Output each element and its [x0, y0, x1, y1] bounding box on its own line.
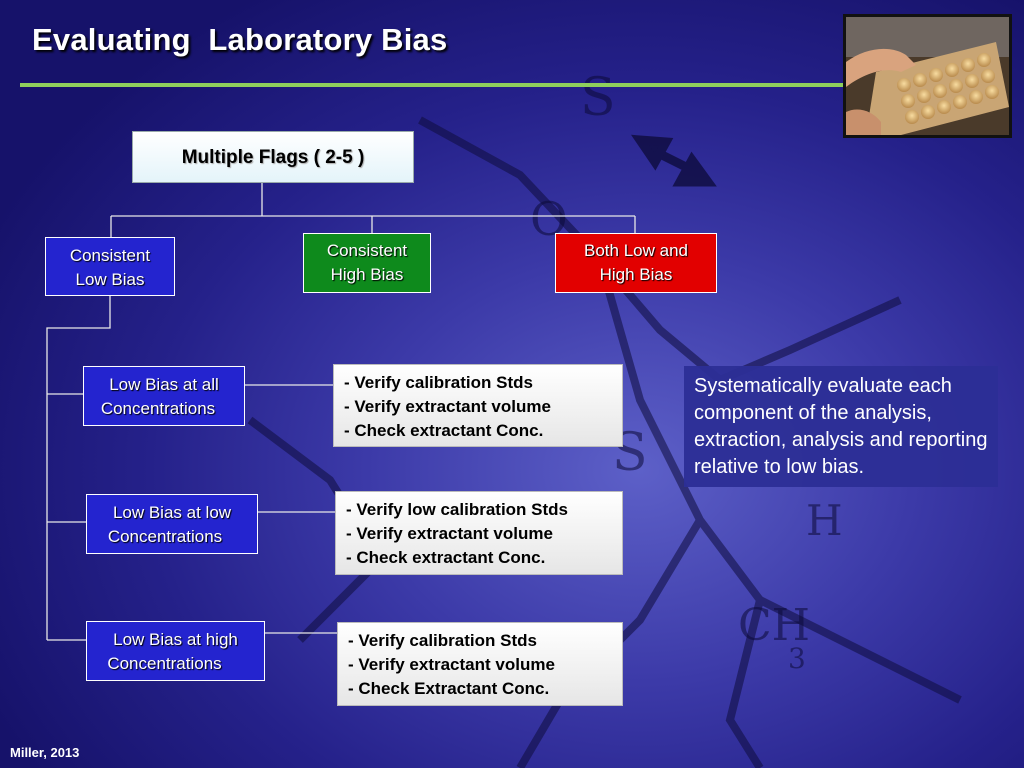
chem-letter-h: H: [806, 496, 843, 545]
actions-low-concentrations: - Verify low calibration Stds - Verify e…: [335, 491, 623, 575]
case-label-line2: Concentrations: [107, 654, 222, 673]
chem-letter-s1: S: [580, 68, 616, 128]
consistent-high-bias-box: Consistent High Bias: [303, 233, 431, 293]
page-title: Evaluating Laboratory Bias: [32, 22, 448, 57]
action-item: - Verify extractant volume: [348, 655, 555, 674]
low-bias-high-concentrations-box: Low Bias at high Concentrations: [86, 621, 265, 681]
title-underline: [20, 83, 846, 87]
consistent-low-bias-box: Consistent Low Bias: [45, 237, 175, 296]
action-item: - Check extractant Conc.: [344, 421, 544, 440]
case-label-line1: Low Bias at low: [112, 503, 232, 522]
consistent-low-bias-line2: Low Bias: [75, 270, 145, 289]
chem-letter-3: 3: [788, 642, 806, 675]
action-item: - Verify low calibration Stds: [346, 500, 568, 519]
actions-high-concentrations: - Verify calibration Stds - Verify extra…: [337, 622, 623, 706]
footer-citation: Miller, 2013: [10, 745, 80, 760]
lab-sample-tray-photo: [843, 14, 1012, 138]
sample-tray-icon: [846, 17, 1009, 135]
action-item: - Verify extractant volume: [344, 397, 551, 416]
action-item: - Verify extractant volume: [346, 524, 553, 543]
action-item: - Check extractant Conc.: [346, 548, 546, 567]
evaluation-note: Systematically evaluate each component o…: [684, 366, 998, 487]
both-low-high-bias-box: Both Low and High Bias: [555, 233, 717, 293]
case-label-line1: Low Bias at all: [109, 375, 219, 394]
multiple-flags-box: Multiple Flags ( 2-5 ): [132, 131, 414, 183]
chem-letter-ch: CH: [738, 600, 810, 651]
case-label-line2: Concentrations: [107, 527, 223, 546]
action-item: - Verify calibration Stds: [348, 631, 537, 650]
consistent-low-bias-line1: Consistent: [69, 246, 151, 265]
case-label-line2: Concentrations: [100, 399, 216, 418]
action-item: - Verify calibration Stds: [344, 373, 533, 392]
double-arrow-icon: [631, 134, 717, 187]
action-item: - Check Extractant Conc.: [348, 679, 550, 698]
actions-all-concentrations: - Verify calibration Stds - Verify extra…: [333, 364, 623, 447]
both-low-high-bias-line1: Both Low and: [584, 241, 688, 260]
both-low-high-bias-line2: High Bias: [599, 265, 673, 284]
consistent-high-bias-line2: High Bias: [330, 265, 404, 284]
low-bias-all-concentrations-box: Low Bias at all Concentrations: [83, 366, 245, 426]
consistent-high-bias-line1: Consistent: [326, 241, 408, 260]
case-label-line1: Low Bias at high: [113, 630, 238, 649]
low-bias-low-concentrations-box: Low Bias at low Concentrations: [86, 494, 258, 554]
